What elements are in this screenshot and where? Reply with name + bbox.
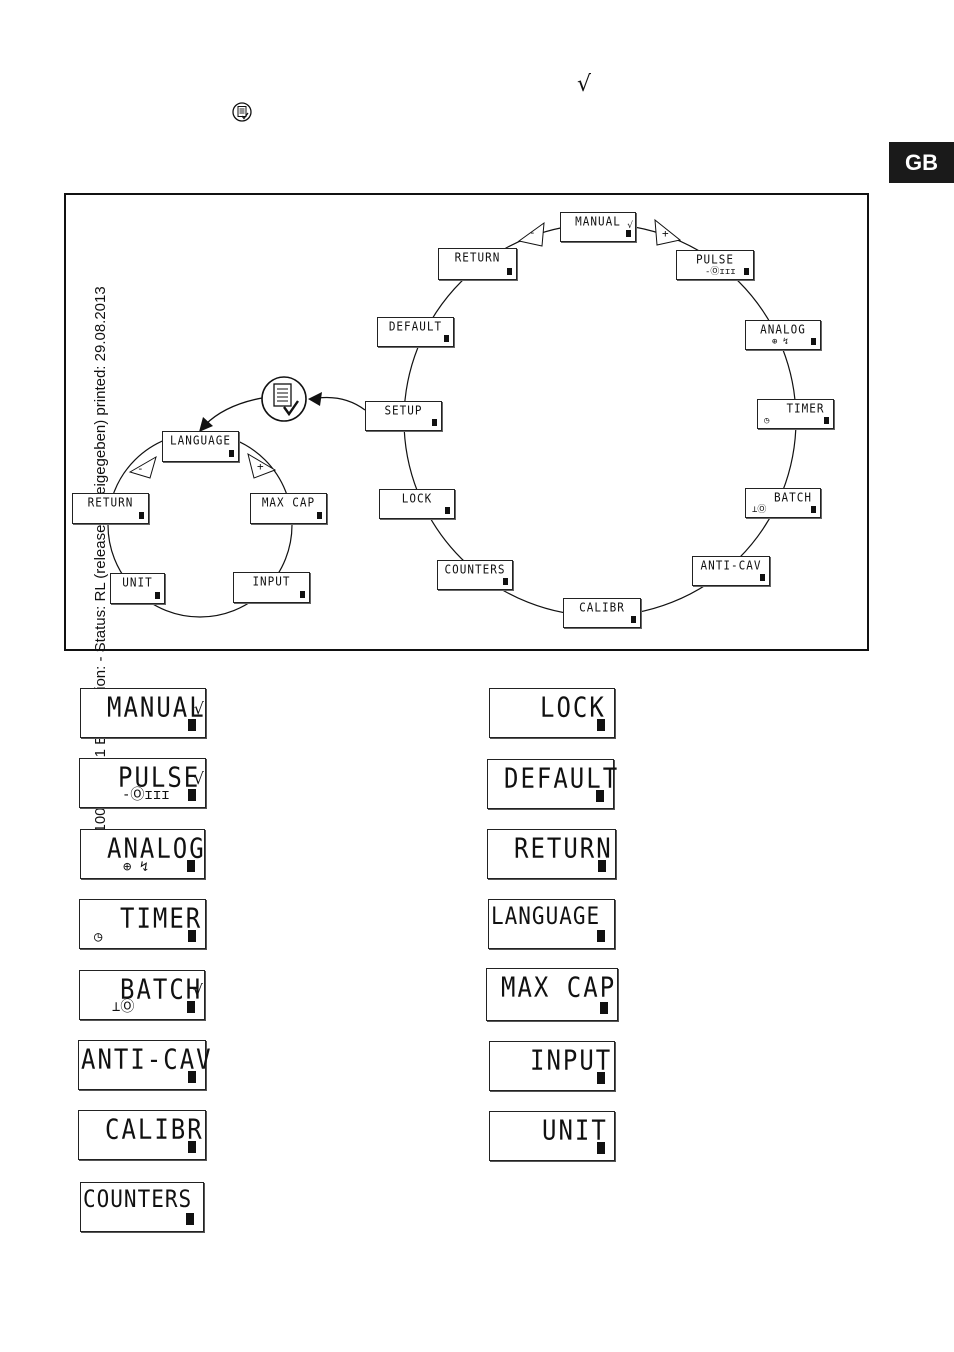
menu-list-icon <box>232 102 252 126</box>
display-default: DEFAULT <box>487 759 617 809</box>
setup-menu-icon <box>260 375 308 427</box>
menu-diagram-frame <box>64 193 869 651</box>
display-language: LANGUAGE <box>488 899 615 949</box>
display-unit: UNIT <box>489 1111 615 1161</box>
lcd-return: RETURN <box>438 248 517 280</box>
display-max-cap: MAX CAP <box>486 968 618 1021</box>
lcd-counters: COUNTERS <box>437 560 513 590</box>
display-anti-cav: ANTI-CAV <box>78 1040 211 1090</box>
lcd-calibr: CALIBR <box>563 598 641 628</box>
display-manual: MANUAL √ <box>80 688 206 738</box>
lcd-anti-cav: ANTI-CAV <box>692 556 770 586</box>
lcd-analog: ANALOG ⊕ ↯ <box>745 320 821 350</box>
lcd-setup: SETUP <box>365 401 442 431</box>
lcd-batch: BATCH ⊥Ⓞ <box>745 488 821 518</box>
display-timer: TIMER ◷ <box>79 899 206 949</box>
display-batch: BATCH √ ⊥Ⓞ <box>79 970 205 1020</box>
language-tab-gb: GB <box>889 142 954 183</box>
lcd-return-setup: RETURN <box>72 493 149 524</box>
minus-button-label: - <box>137 462 144 475</box>
lcd-lock: LOCK <box>379 489 455 519</box>
display-calibr: CALIBR <box>78 1110 206 1160</box>
lcd-timer: TIMER ◷ <box>757 399 834 429</box>
plus-button-label: + <box>662 227 669 240</box>
display-analog: ANALOG ⊕ ↯ <box>80 829 205 879</box>
minus-button-label: - <box>529 226 536 239</box>
plus-button-label: + <box>257 460 264 473</box>
lcd-input: INPUT <box>233 572 310 603</box>
check-mark-icon: √ <box>577 72 592 97</box>
lcd-max-cap: MAX CAP <box>250 493 327 524</box>
display-pulse: PULSE √ -Ⓞɪɪɪ <box>79 758 206 808</box>
display-return: RETURN <box>487 829 616 879</box>
lcd-manual: MANUAL √ <box>560 212 636 242</box>
lcd-pulse: PULSE -Ⓞɪɪɪ <box>676 250 754 280</box>
lcd-language: LANGUAGE <box>162 431 239 462</box>
display-lock: LOCK <box>489 688 615 738</box>
lcd-unit: UNIT <box>110 573 165 604</box>
display-input: INPUT <box>489 1041 615 1091</box>
display-counters: COUNTERS <box>80 1182 204 1232</box>
lcd-default: DEFAULT <box>377 317 454 347</box>
